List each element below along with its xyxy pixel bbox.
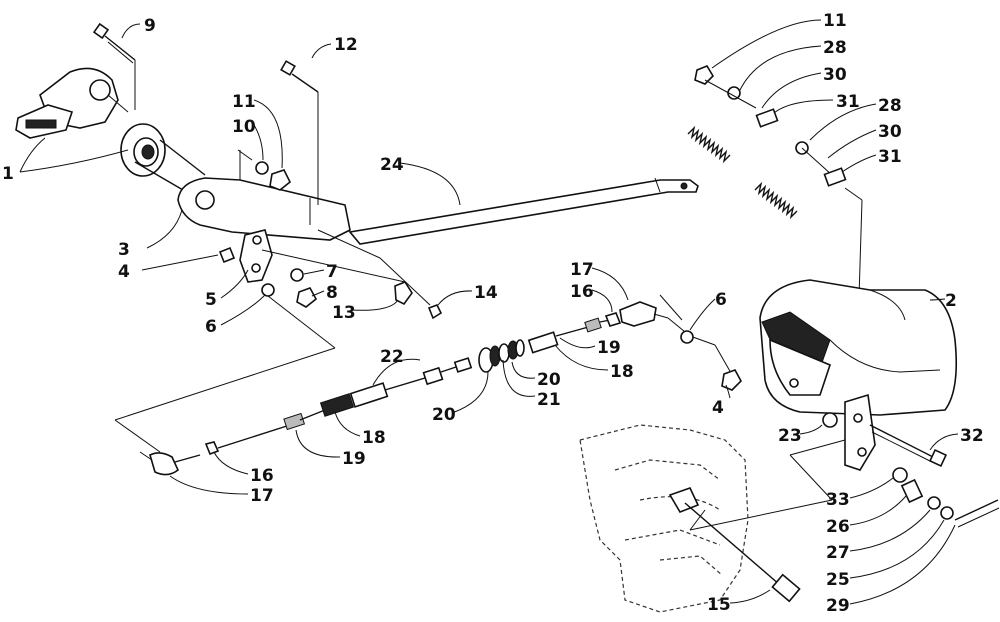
washer-6-right xyxy=(680,330,694,344)
nut-8 xyxy=(296,287,318,308)
leader-lines xyxy=(19,19,959,605)
callout-15: 15 xyxy=(707,595,731,615)
callout-8: 8 xyxy=(326,283,338,303)
lower-spring-set xyxy=(754,141,847,220)
callout-4: 4 xyxy=(118,262,130,282)
bolt-29 xyxy=(954,499,1000,528)
engine-outline xyxy=(579,424,749,613)
callout-17: 17 xyxy=(570,260,594,280)
lockwasher-25 xyxy=(940,506,954,520)
callout-2: 2 xyxy=(945,291,957,311)
callout-21: 21 xyxy=(537,390,561,410)
bolt-12 xyxy=(280,60,319,93)
callout-19: 19 xyxy=(597,338,621,358)
callout-32: 32 xyxy=(960,426,984,446)
callout-5: 5 xyxy=(205,290,217,310)
nut-4-right xyxy=(721,369,742,391)
throttle-lever-plate xyxy=(239,229,273,283)
washer-27 xyxy=(927,496,941,510)
callout-28: 28 xyxy=(878,96,902,116)
throttle-bracket xyxy=(177,149,351,241)
callout-12: 12 xyxy=(334,35,358,55)
callout-11: 11 xyxy=(823,11,847,31)
throttle-mount-disc xyxy=(120,123,166,177)
throttle-housing xyxy=(15,67,129,139)
bolt-9 xyxy=(92,22,136,64)
callout-33: 33 xyxy=(826,490,850,510)
callout-17: 17 xyxy=(250,486,274,506)
bolt-15 xyxy=(684,502,801,603)
callout-30: 30 xyxy=(823,65,847,85)
callout-16: 16 xyxy=(250,466,274,486)
callout-3: 3 xyxy=(118,240,130,260)
callout-22: 22 xyxy=(380,347,404,367)
callout-16: 16 xyxy=(570,282,594,302)
callout-31: 31 xyxy=(836,92,860,112)
callout-18: 18 xyxy=(362,428,386,448)
callout-20: 20 xyxy=(537,370,561,390)
throttle-plate-right xyxy=(844,393,876,471)
callout-7: 7 xyxy=(326,262,338,282)
callout-labels: 1 2 3 4 4 5 6 6 7 8 9 10 11 11 12 13 14 … xyxy=(2,11,984,616)
callout-4: 4 xyxy=(712,398,724,418)
callout-1: 1 xyxy=(2,164,14,184)
callout-25: 25 xyxy=(826,570,850,590)
nut-11 xyxy=(269,169,292,191)
cable-clip-13 xyxy=(394,281,413,306)
throttle-cable xyxy=(139,301,669,476)
spacer-26 xyxy=(900,478,924,504)
callout-6: 6 xyxy=(205,317,217,337)
nut-23 xyxy=(822,412,838,428)
callout-30: 30 xyxy=(878,122,902,142)
callout-6: 6 xyxy=(715,290,727,310)
upper-spring-set xyxy=(687,65,779,164)
nut-14 xyxy=(427,303,443,320)
nut-4 xyxy=(218,246,236,264)
callout-27: 27 xyxy=(826,543,850,563)
callout-23: 23 xyxy=(778,426,802,446)
callout-19: 19 xyxy=(342,449,366,469)
carburetor-housing xyxy=(759,279,958,416)
callout-9: 9 xyxy=(144,16,156,36)
callout-29: 29 xyxy=(826,596,850,616)
callout-31: 31 xyxy=(878,147,902,167)
washer-33 xyxy=(892,467,908,483)
washer-7 xyxy=(290,268,304,282)
callout-13: 13 xyxy=(332,303,356,323)
support-rod xyxy=(348,177,699,245)
washer-10 xyxy=(255,161,269,175)
callout-11: 11 xyxy=(232,92,256,112)
callout-26: 26 xyxy=(826,517,850,537)
callout-10: 10 xyxy=(232,117,256,137)
callout-14: 14 xyxy=(474,283,498,303)
bolt-32 xyxy=(869,424,948,468)
callout-18: 18 xyxy=(610,362,634,382)
callout-20: 20 xyxy=(432,405,456,425)
callout-28: 28 xyxy=(823,38,847,58)
callout-24: 24 xyxy=(380,155,404,175)
washer-6 xyxy=(261,283,275,297)
